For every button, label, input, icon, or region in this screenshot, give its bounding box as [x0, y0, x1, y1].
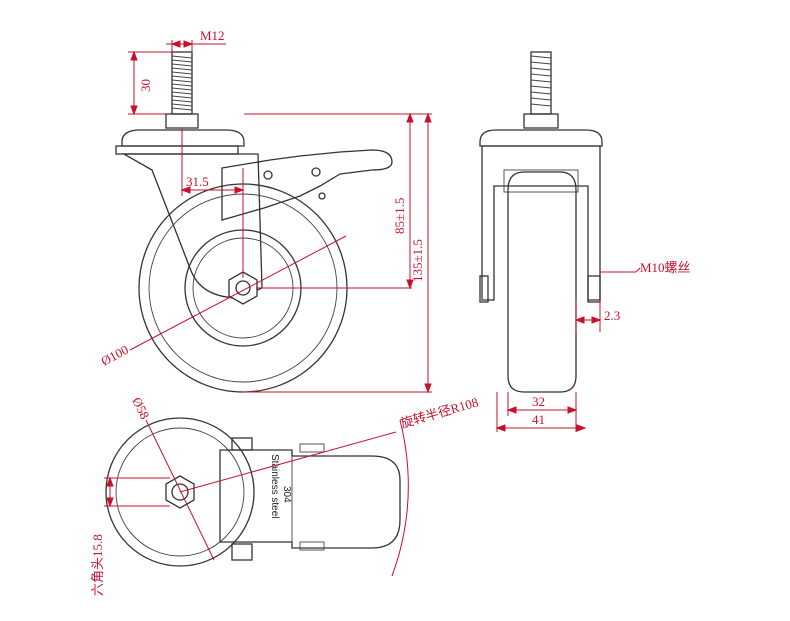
- top-plate: [121, 129, 245, 147]
- side-view-dimensions: [128, 40, 432, 394]
- stem-length-label: 30: [138, 79, 153, 92]
- front-fork: [481, 145, 601, 301]
- plate-diameter-label: Ø58: [129, 395, 152, 422]
- swivel-radius-label: 旋转半径R108: [399, 394, 480, 431]
- threaded-stem: [165, 51, 199, 129]
- offset-label: 31.5: [186, 174, 209, 189]
- brake-lever: [221, 149, 393, 221]
- top-view: Stainless steel 304: [105, 417, 401, 567]
- total-height-label: 135±1.5: [410, 239, 425, 282]
- top-view-dimensions: [104, 419, 409, 577]
- bolt-offset-label: 2.3: [604, 308, 620, 323]
- front-view-dimensions: [495, 267, 641, 432]
- wheel-diameter-label: Ø100: [98, 342, 131, 369]
- overall-width-label: 41: [532, 412, 545, 427]
- front-view: [479, 51, 603, 393]
- material-marking-line1: Stainless steel: [269, 454, 280, 518]
- bolt-label: M10螺丝: [640, 260, 691, 275]
- tread-width-label: 32: [532, 394, 545, 409]
- top-view-brake: [219, 449, 401, 549]
- side-view: [115, 51, 393, 393]
- material-marking-line2: 304: [281, 486, 292, 503]
- thread-size-label: M12: [200, 28, 225, 43]
- hex-size-label: 六角头15.8: [90, 534, 105, 596]
- axle-height-label: 85±1.5: [392, 198, 407, 234]
- front-wheel: [507, 171, 577, 393]
